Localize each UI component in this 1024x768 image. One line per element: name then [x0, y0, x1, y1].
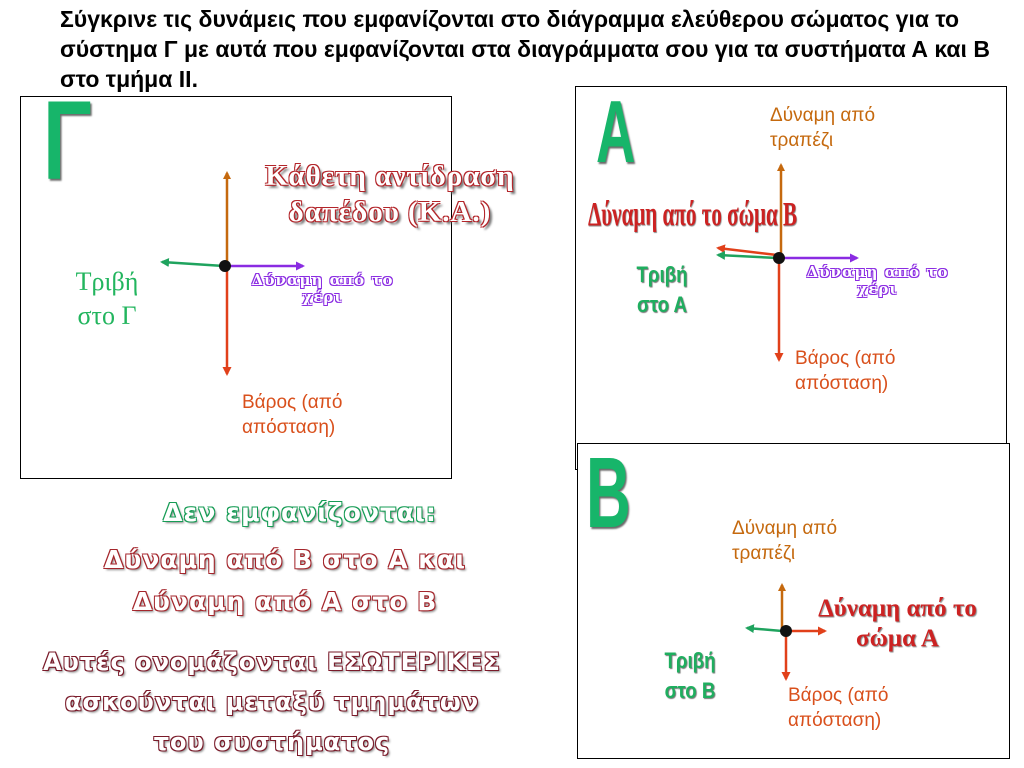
a-body-point	[773, 252, 785, 264]
internal-note-line-3: του συστήματος	[153, 728, 391, 756]
b-weight-label: Βάρος (από απόσταση)	[788, 685, 889, 731]
b-body-point	[780, 625, 792, 637]
gamma-body-point	[219, 260, 231, 272]
gamma-normal-reaction-label: Κάθετη αντίδραση δαπέδου (Κ.Α.)	[265, 160, 515, 228]
a-body-force-label: Δύναμη από το σώμα Β	[588, 196, 798, 233]
gamma-letter: Γ	[43, 78, 92, 203]
b-body-force-label: Δύναμη από το σώμα Α	[818, 595, 977, 652]
panel-gamma	[20, 96, 452, 479]
panel-b	[577, 443, 1010, 759]
a-hand-force-label: Δύναμη από το χέρι	[806, 263, 949, 298]
a-friction-label: Τριβή στο Α	[636, 262, 688, 317]
internal-note-line-2: ασκούνται μεταξύ τμημάτων	[64, 688, 480, 716]
a-friction-arrow	[716, 250, 778, 260]
internal-note-line-1: Αυτές ονομάζονται ΕΣΩΤΕΡΙΚΕΣ	[43, 648, 501, 676]
internal-forces-line-2: Δύναμη από Α στο Β	[132, 587, 438, 616]
a-table-force-label: Δύναμη από τραπέζι	[770, 105, 876, 151]
a-letter: Α	[596, 82, 636, 181]
panel-a	[575, 86, 1007, 470]
page-title: Σύγκρινε τις δυνάμεις που εμφανίζονται σ…	[60, 6, 990, 92]
internal-forces-line-1: Δύναμη από Β στο Α και	[104, 545, 466, 574]
gamma-friction-label: Τριβή στο Γ	[75, 267, 139, 330]
a-body-arrow	[716, 244, 778, 257]
gamma-arrows	[160, 171, 305, 376]
gamma-hand-force-label: Δύναμη από το χέρι	[251, 271, 394, 306]
gamma-friction-arrow	[160, 257, 225, 268]
not-shown-heading: Δεν εμφανίζονται:	[163, 498, 437, 527]
a-arrows	[716, 163, 859, 362]
b-letter: Β	[586, 437, 631, 549]
b-friction-label: Τριβή στο Β	[664, 648, 716, 703]
b-friction-arrow	[745, 624, 783, 634]
b-arrows	[745, 583, 827, 681]
gamma-weight-label: Βάρος (από απόσταση)	[242, 392, 343, 438]
b-table-force-label: Δύναμη από τραπέζι	[732, 518, 838, 564]
a-weight-label: Βάρος (από απόσταση)	[795, 348, 896, 394]
